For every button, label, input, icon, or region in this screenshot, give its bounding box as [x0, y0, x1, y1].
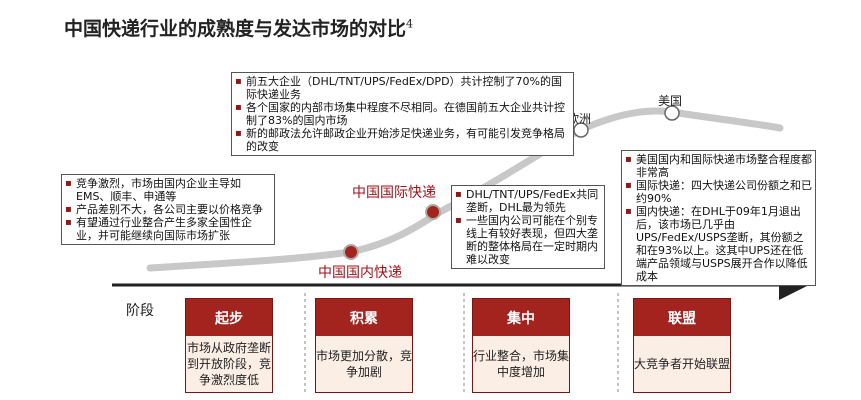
international-annotation-box: DHL/TNT/UPS/FedEx共同垄断，DHL最为领先 一些国内公司可能在个…	[451, 185, 605, 269]
title-footnote: 4	[406, 17, 414, 31]
stage-1-desc: 市场从政府垄断到开放阶段，竞争激烈度低	[185, 336, 273, 393]
stage-2-head: 积累	[315, 298, 413, 338]
china-international-label: 中国国际快递	[352, 185, 436, 201]
usa-point-2: 国际快递：四大快递公司份额之和已约90%	[625, 179, 812, 205]
stage-4-head: 联盟	[633, 298, 731, 338]
china-international-point	[425, 204, 441, 220]
usa-point-3: 国内快递：在DHL于09年1月退出后，该市场已几乎由UPS/FedEx/USPS…	[625, 205, 812, 283]
international-point-1: DHL/TNT/UPS/FedEx共同垄断，DHL最为领先	[455, 188, 601, 214]
page-title: 中国快递行业的成熟度与发达市场的对比4	[64, 17, 414, 40]
domestic-point-3: 有望通过行业整合产生多家全国性企业，并可能继续向国际市场扩张	[65, 216, 271, 242]
stage-4-desc: 大竞争者开始联盟	[633, 336, 731, 393]
europe-point-3: 新的邮政法允许邮政企业开始涉足快递业务，有可能引发竞争格局的改变	[235, 127, 570, 153]
usa-annotation-box: 美国国内和国际快递市场整合程度都非常高 国际快递：四大快递公司份额之和已约90%…	[621, 150, 816, 286]
stage-2-desc: 市场更加分散，竞争加剧	[315, 336, 413, 393]
europe-point-1: 前五大企业（DHL/TNT/UPS/FedEx/DPD）共计控制了70%的国际快…	[235, 75, 570, 101]
stage-1-head: 起步	[185, 298, 273, 338]
stage-3-head: 集中	[472, 298, 570, 338]
europe-point	[573, 122, 589, 138]
europe-point-2: 各个国家的内部市场集中程度不尽相同。在德国前五大企业共计控制了83%的国内市场	[235, 101, 570, 127]
usa-point	[664, 105, 680, 121]
usa-label: 美国	[658, 94, 683, 108]
international-point-2: 一些国内公司可能在个别专线上有较好表现，但四大垄断的整体格局在一定时期内难以改变	[455, 214, 601, 266]
china-domestic-label: 中国国内快递	[318, 265, 402, 281]
china-domestic-point	[343, 244, 359, 260]
domestic-annotation-box: 竞争激烈，市场由国内企业主导如EMS、顺丰、申通等 产品差别不大，各公司主要以价…	[61, 174, 275, 245]
domestic-point-1: 竞争激烈，市场由国内企业主导如EMS、顺丰、申通等	[65, 177, 271, 203]
europe-annotation-box: 前五大企业（DHL/TNT/UPS/FedEx/DPD）共计控制了70%的国际快…	[231, 72, 574, 156]
stage-row-label: 阶段	[126, 303, 154, 319]
usa-point-1: 美国国内和国际快递市场整合程度都非常高	[625, 153, 812, 179]
domestic-point-2: 产品差别不大，各公司主要以价格竞争	[65, 203, 271, 216]
stage-3-desc: 行业整合，市场集中度增加	[472, 336, 570, 393]
